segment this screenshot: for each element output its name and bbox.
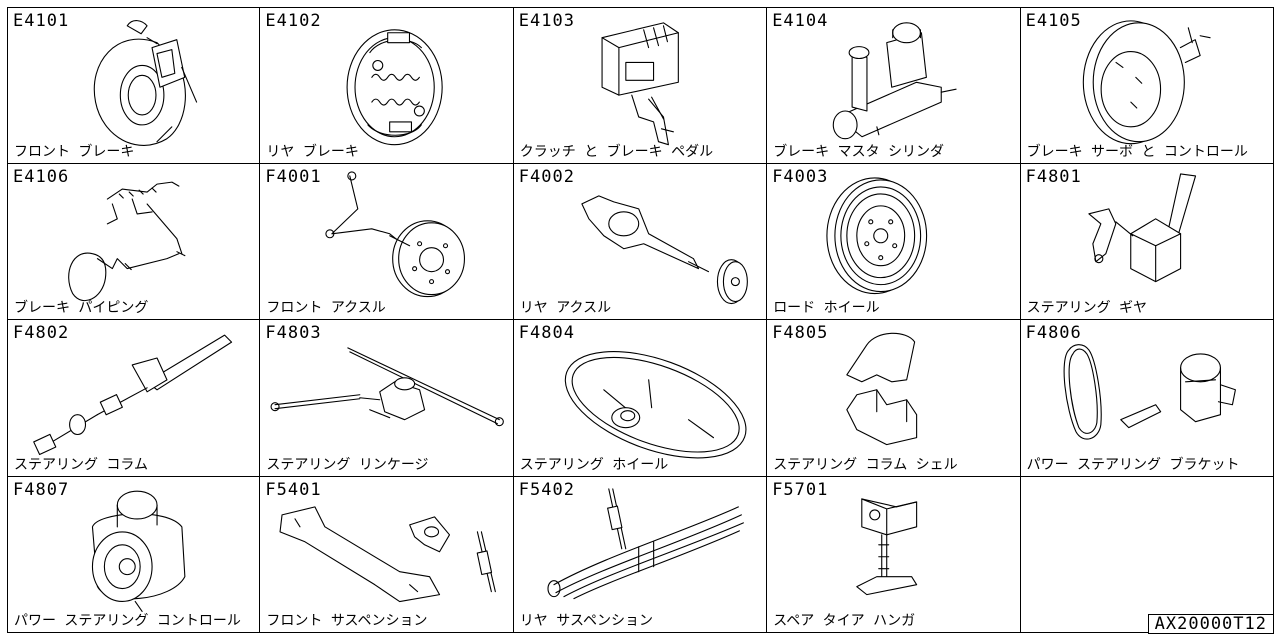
part-label: リヤ アクスル (519, 300, 612, 316)
part-label: リヤ ブレーキ (266, 143, 359, 160)
part-label: クラッチ と ブレーキ ペダル (519, 143, 714, 160)
part-label: ロード ホイール (773, 300, 880, 316)
steering-column-illustration (33, 334, 233, 456)
part-cell-e4103[interactable]: E4103 クラッチ と ブレーキ ペダル (513, 7, 768, 164)
part-label: フロント ブレーキ (14, 143, 135, 160)
part-code: E4103 (518, 11, 575, 31)
part-label: ブレーキ サーボ と コントロール (1026, 143, 1248, 160)
steering-gear-illustration (1087, 172, 1196, 282)
part-label: ステアリング コラム (14, 456, 149, 473)
part-code: E4101 (13, 11, 70, 31)
power-steering-pump-illustration (91, 490, 186, 612)
part-cell-f4801[interactable]: F4801 ステアリング ギヤ (1020, 163, 1274, 320)
part-cell-e4102[interactable]: E4102 リヤ ブレーキ (260, 7, 514, 164)
part-label: ステアリング コラム シェル (773, 456, 958, 473)
part-code: E4106 (13, 166, 70, 187)
part-label: ステアリング ギヤ (1026, 300, 1148, 316)
parts-index-grid: E4101 フロント ブレーキ E4102 リヤ ブレーキ E4103 クラッチ… (7, 7, 1274, 633)
part-code: E4102 (265, 11, 322, 31)
part-code: F4806 (1025, 323, 1082, 343)
part-code: F4003 (772, 166, 829, 187)
part-label: ステアリング リンケージ (266, 456, 429, 473)
part-code: F4804 (518, 323, 575, 343)
part-cell-f5401[interactable]: F5401 フロント サスペンション (260, 476, 514, 633)
part-cell-f4806[interactable]: F4806 パワー ステアリング ブラケット (1020, 320, 1274, 477)
part-cell-e4101[interactable]: E4101 フロント ブレーキ (7, 7, 261, 164)
part-code: F5701 (772, 479, 829, 500)
part-code: F5402 (518, 479, 575, 500)
column-shell-illustration (846, 332, 918, 446)
part-cell-f4803[interactable]: F4803 ステアリング リンケージ (260, 320, 514, 477)
brake-servo-illustration (1082, 20, 1211, 145)
part-cell-f4805[interactable]: F4805 ステアリング コラム シェル (767, 320, 1021, 477)
part-code: E4105 (1025, 11, 1082, 31)
drawing-number: AX20000T12 (1147, 614, 1274, 634)
part-label: パワー ステアリング コントロール (14, 613, 241, 629)
part-cell-f5701[interactable]: F5701 スペア タイア ハンガ (767, 476, 1021, 633)
part-cell-f4802[interactable]: F4802 ステアリング コラム (7, 320, 261, 477)
part-code: F4807 (13, 479, 70, 500)
part-code: F4002 (518, 166, 575, 187)
steering-wheel-illustration (564, 351, 747, 459)
part-code: F5401 (265, 479, 322, 500)
empty-cell (1020, 476, 1274, 633)
part-code: E4104 (772, 11, 829, 31)
part-cell-f5402[interactable]: F5402 リヤ サスペンション (513, 476, 768, 633)
master-cylinder-illustration (832, 22, 957, 140)
part-label: フロント サスペンション (266, 613, 428, 629)
part-code: F4803 (265, 323, 322, 343)
part-label: フロント アクスル (266, 300, 386, 316)
steering-linkage-illustration (270, 347, 505, 427)
part-label: スペア タイア ハンガ (773, 613, 916, 629)
part-cell-f4804[interactable]: F4804 ステアリング ホイール (513, 320, 768, 477)
front-axle-illustration (325, 170, 466, 297)
part-label: ブレーキ パイピング (14, 300, 149, 316)
rear-brake-illustration (346, 29, 444, 146)
part-code: F4805 (772, 323, 829, 343)
part-cell-f4001[interactable]: F4001 フロント アクスル (260, 163, 514, 320)
part-cell-f4003[interactable]: F4003 ロード ホイール (767, 163, 1021, 320)
part-cell-e4106[interactable]: E4106 ブレーキ パイピング (7, 163, 261, 320)
part-label: リヤ サスペンション (519, 613, 653, 629)
part-code: F4001 (265, 166, 322, 187)
clutch-brake-pedal-illustration (601, 22, 679, 146)
part-label: ブレーキ マスタ シリンダ (773, 143, 945, 160)
part-code: F4801 (1025, 166, 1082, 187)
rear-suspension-illustration (547, 487, 744, 599)
brake-piping-illustration (68, 181, 186, 301)
part-label: パワー ステアリング ブラケット (1026, 456, 1240, 473)
front-suspension-illustration (279, 505, 497, 602)
front-brake-illustration (93, 20, 198, 146)
spare-tire-hanger-illustration (856, 497, 918, 595)
part-cell-f4807[interactable]: F4807 パワー ステアリング コントロール (7, 476, 261, 633)
power-steering-bracket-illustration (1063, 344, 1236, 440)
part-cell-f4002[interactable]: F4002 リヤ アクスル (513, 163, 768, 320)
part-cell-e4104[interactable]: E4104 ブレーキ マスタ シリンダ (767, 7, 1021, 164)
part-code: F4802 (13, 323, 70, 343)
part-label: ステアリング ホイール (519, 456, 669, 473)
road-wheel-illustration (826, 176, 928, 294)
part-cell-e4105[interactable]: E4105 ブレーキ サーボ と コントロール (1020, 7, 1274, 164)
rear-axle-illustration (581, 194, 748, 304)
